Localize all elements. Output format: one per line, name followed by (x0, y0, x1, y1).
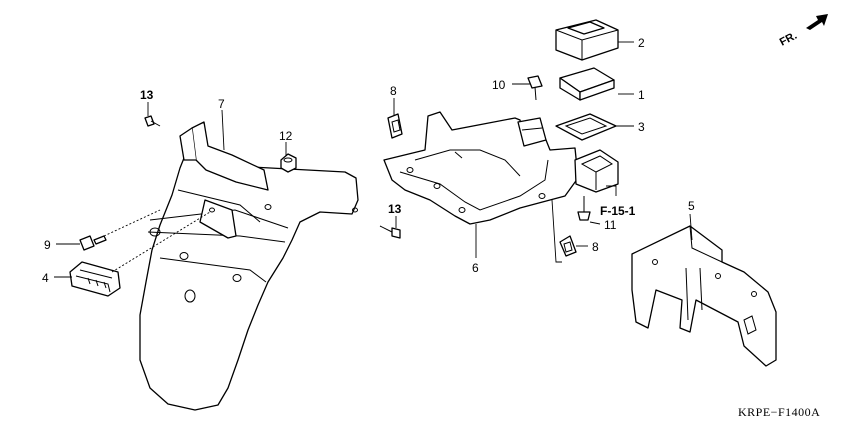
inner-fender-6 (383, 111, 619, 225)
air-cleaner-cover-2 (555, 19, 619, 61)
callout-8-lower: 8 (592, 240, 599, 254)
callout-4: 4 (42, 271, 49, 285)
callout-3: 3 (638, 120, 645, 134)
callout-12: 12 (279, 129, 293, 143)
callout-13-left: 13 (140, 88, 154, 102)
callout-6: 6 (472, 261, 479, 275)
screw-11 (577, 196, 591, 221)
callout-7: 7 (218, 97, 225, 111)
leader-lines (54, 41, 693, 278)
filter-element-1 (559, 67, 615, 101)
clip-8-lower (559, 235, 577, 257)
nut-12 (280, 153, 297, 173)
callout-8-upper: 8 (390, 84, 397, 98)
callout-10: 10 (492, 78, 506, 92)
splash-guard-5 (631, 225, 777, 367)
reflector-4 (69, 261, 121, 297)
callout-13-right: 13 (388, 202, 402, 216)
front-direction-arrow (806, 14, 828, 30)
clip-8-upper (387, 113, 403, 139)
bolt-9 (79, 235, 107, 251)
callout-2: 2 (638, 36, 645, 50)
bolt-13-left (144, 115, 161, 127)
callout-1: 1 (638, 88, 645, 102)
callout-11: 11 (604, 218, 617, 232)
direction-label: FR. (778, 30, 799, 49)
bolt-10 (527, 75, 543, 101)
gasket-3 (555, 113, 617, 141)
bracket-7 (179, 121, 269, 239)
reference-label: F-15-1 (600, 204, 636, 218)
callouts: 1 2 3 4 5 6 7 8 8 9 10 11 12 13 13 (42, 36, 695, 285)
bolt-13-right (379, 225, 401, 239)
diagram-code: KRPE−F1400A (738, 405, 820, 419)
callout-9: 9 (44, 238, 51, 252)
callout-5: 5 (688, 199, 695, 213)
